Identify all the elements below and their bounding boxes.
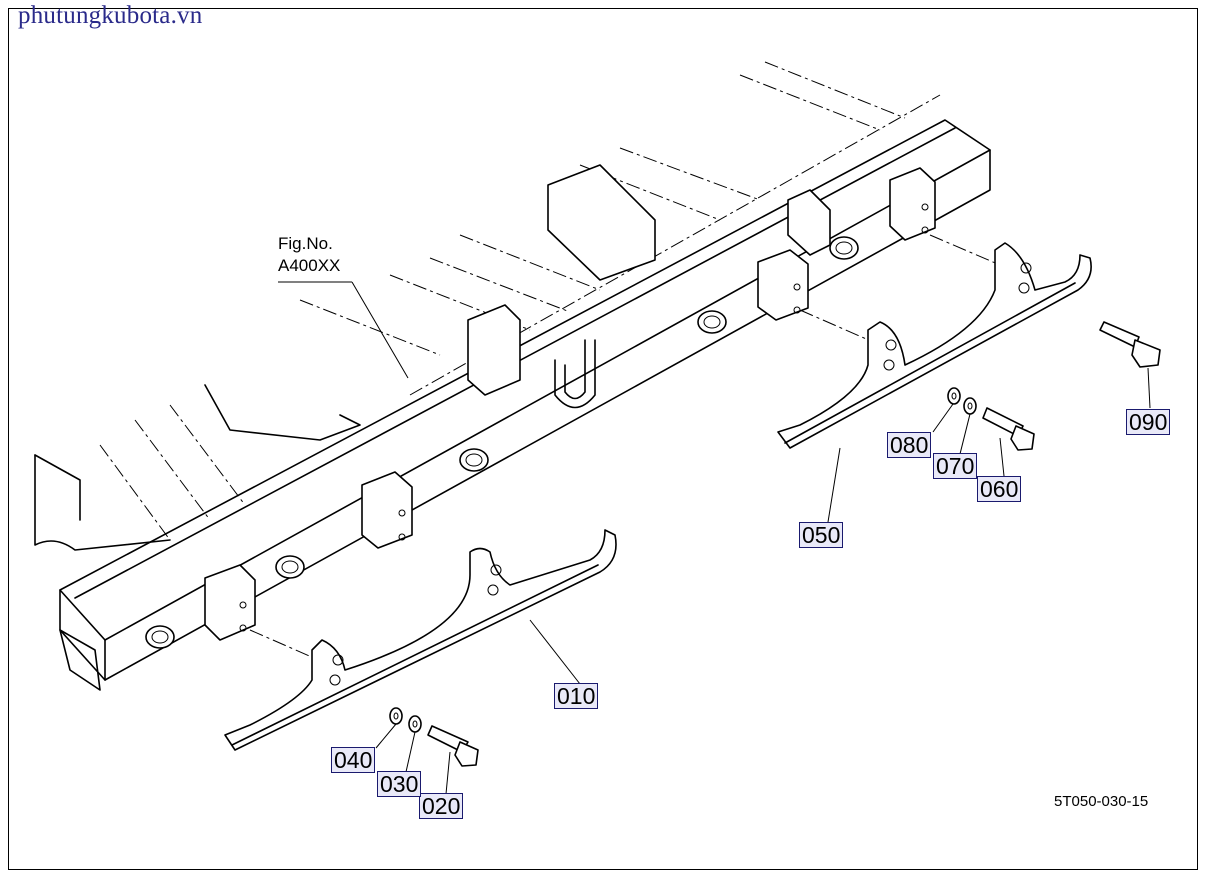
- mounting-brackets: [204, 164, 936, 641]
- callout-060[interactable]: 060: [977, 476, 1022, 502]
- figure-reference-number[interactable]: A400XX: [278, 256, 341, 275]
- callout-020[interactable]: 020: [419, 793, 464, 819]
- tube-sockets: [145, 236, 859, 649]
- drawing-frame: [8, 8, 1198, 870]
- callout-010[interactable]: 010: [554, 683, 599, 709]
- step-050: [777, 242, 1092, 449]
- phantom-lines: [34, 61, 1001, 666]
- callout-070[interactable]: 070: [933, 453, 978, 479]
- fasteners: [389, 321, 1161, 767]
- step-010: [224, 529, 617, 751]
- callout-040[interactable]: 040: [331, 747, 376, 773]
- figure-reference-label: Fig.No.: [278, 234, 333, 253]
- callout-080[interactable]: 080: [887, 432, 932, 458]
- figure-reference: Fig.No. A400XX: [278, 233, 340, 277]
- drawing-number: 5T050-030-15: [1054, 793, 1149, 810]
- callout-050[interactable]: 050: [799, 522, 844, 548]
- site-watermark: phutungkubota.vn: [18, 2, 203, 29]
- callout-030[interactable]: 030: [377, 771, 422, 797]
- left-end-plate: [34, 384, 361, 551]
- callout-090[interactable]: 090: [1126, 409, 1171, 435]
- leader-lines: [278, 281, 1151, 795]
